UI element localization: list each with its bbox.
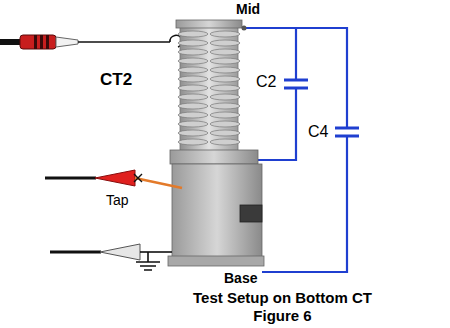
shed <box>178 139 208 145</box>
shed <box>210 76 240 82</box>
shed <box>210 40 240 46</box>
shed <box>210 67 240 73</box>
capacitor-label: C4 <box>308 123 328 141</box>
flange <box>170 150 258 164</box>
ground-lead <box>50 244 172 270</box>
base-wire <box>262 136 347 272</box>
ct2-lead <box>0 35 182 49</box>
shed <box>210 112 240 118</box>
shed <box>178 112 208 118</box>
shed <box>178 31 208 37</box>
shed <box>178 85 208 91</box>
top-cap <box>176 20 242 28</box>
base-plate <box>168 256 264 266</box>
probe <box>56 37 78 47</box>
housing <box>172 164 262 258</box>
terminal-label: Mid <box>236 1 260 17</box>
tap-wire <box>135 178 182 188</box>
bushing <box>176 20 247 152</box>
base-label: Base <box>224 270 257 286</box>
x-mark <box>134 174 142 182</box>
mid-terminal <box>242 26 247 31</box>
shed <box>178 67 208 73</box>
wire <box>78 41 170 43</box>
ground-clip <box>100 244 140 260</box>
stripe <box>40 35 43 49</box>
ground-symbol <box>136 252 160 270</box>
cable <box>45 177 96 180</box>
shed <box>210 85 240 91</box>
capacitor-label: C2 <box>256 73 276 91</box>
ct-label: CT2 <box>100 70 132 90</box>
shed <box>210 58 240 64</box>
shed <box>210 103 240 109</box>
shed <box>210 121 240 127</box>
tap-label: Tap <box>106 192 129 208</box>
nameplate <box>240 205 262 222</box>
c2-plate <box>284 87 308 90</box>
ct-base-box <box>168 150 264 266</box>
tap-lead <box>45 170 182 188</box>
stripe <box>46 35 49 49</box>
shed <box>178 58 208 64</box>
shed <box>210 139 240 145</box>
cable <box>0 39 22 45</box>
shed <box>178 76 208 82</box>
shed <box>178 40 208 46</box>
connector-body <box>20 35 56 49</box>
sheds <box>178 31 240 145</box>
tap-clip <box>95 170 135 186</box>
cable <box>50 251 101 254</box>
shed <box>178 94 208 100</box>
c2-wire <box>258 88 296 160</box>
c2-wire <box>295 28 297 80</box>
wire <box>140 251 172 253</box>
shed <box>210 49 240 55</box>
shed <box>178 49 208 55</box>
shed <box>178 121 208 127</box>
c4-plate <box>335 135 359 138</box>
shed <box>210 31 240 37</box>
shed <box>210 94 240 100</box>
c2-plate <box>284 79 308 82</box>
shed <box>178 130 208 136</box>
c4-plate <box>335 127 359 130</box>
figure-caption: Test Setup on Bottom CT Figure 6 <box>180 289 385 325</box>
stripe <box>34 35 37 49</box>
shed <box>210 130 240 136</box>
shed <box>178 103 208 109</box>
